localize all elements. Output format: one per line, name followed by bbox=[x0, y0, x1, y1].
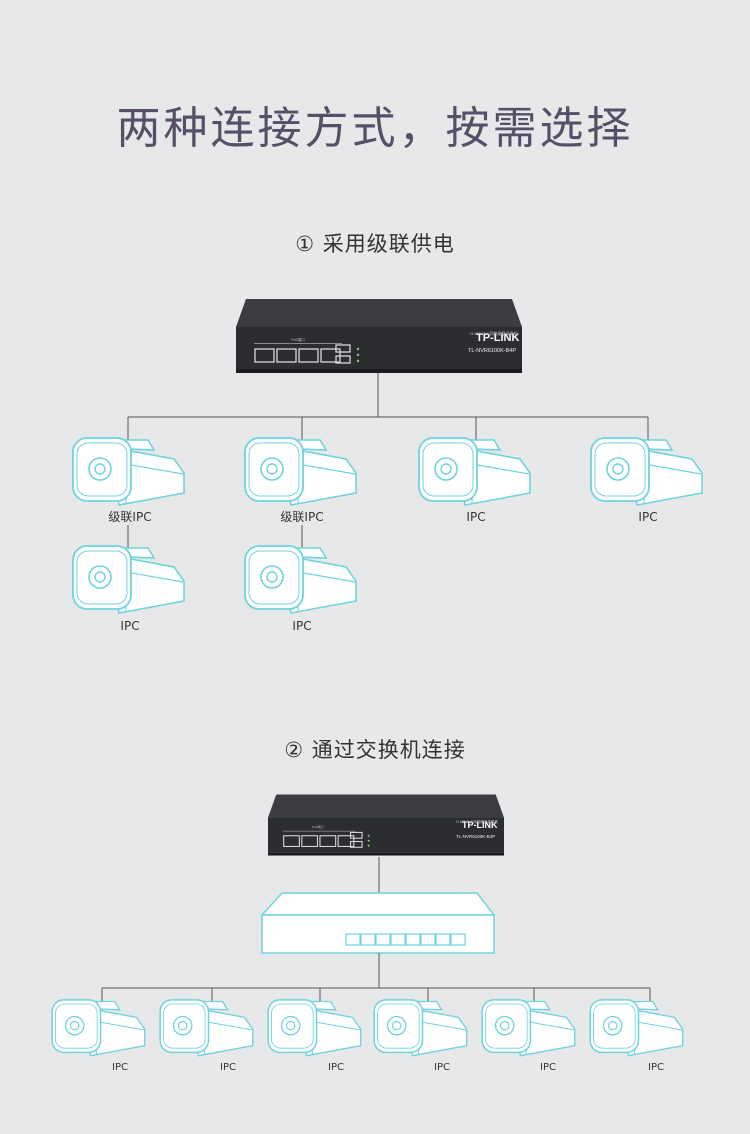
camera-icon-r1-2 bbox=[244, 437, 357, 506]
camera-icon-s2-4 bbox=[373, 999, 468, 1057]
section1-title: ① 采用级联供电 bbox=[295, 232, 455, 256]
camera-icon-r1-1 bbox=[72, 437, 185, 506]
camera-label: IPC bbox=[220, 1062, 236, 1073]
section1-nvr: TP-LINK H.265 PoE网络硬盘录像机 TL-NVR6100K-B4P… bbox=[235, 298, 523, 374]
camera-icon-s2-1 bbox=[51, 999, 146, 1057]
camera-label: IPC bbox=[112, 1062, 128, 1073]
nvr-model: TL-NVR6100K-B4P bbox=[468, 348, 516, 354]
camera-icon-r1-4 bbox=[590, 437, 703, 506]
nvr-model: TL-NVR6100K-B4P bbox=[456, 834, 495, 839]
camera-label: 级联IPC bbox=[108, 510, 151, 524]
section2-title: ② 通过交换机连接 bbox=[284, 738, 466, 762]
nvr-poe-label: PoE端口 bbox=[312, 824, 324, 829]
camera-label: IPC bbox=[292, 619, 311, 633]
camera-label: IPC bbox=[120, 619, 139, 633]
section2-nvr: TP-LINK H.265 PoE网络硬盘录像机 TL-NVR6100K-B4P… bbox=[267, 793, 505, 857]
camera-label: IPC bbox=[638, 510, 657, 524]
camera-icon-s2-2 bbox=[159, 999, 254, 1057]
camera-label: IPC bbox=[540, 1062, 556, 1073]
camera-label: IPC bbox=[466, 510, 485, 524]
nvr-subtitle: H.265 PoE网络硬盘录像机 bbox=[456, 819, 498, 824]
nvr-poe-label: PoE端口 bbox=[291, 337, 305, 342]
camera-label: IPC bbox=[434, 1062, 450, 1073]
section1-links bbox=[127, 373, 649, 553]
camera-icon-r2-1 bbox=[72, 545, 185, 614]
camera-label: IPC bbox=[648, 1062, 664, 1073]
camera-label: 级联IPC bbox=[280, 510, 323, 524]
page-title: 两种连接方式，按需选择 bbox=[116, 103, 634, 154]
camera-icon-r2-2 bbox=[244, 545, 357, 614]
network-switch-icon bbox=[260, 892, 496, 954]
camera-icon-r1-3 bbox=[418, 437, 531, 506]
nvr-brand: TP-LINK bbox=[476, 332, 519, 344]
camera-icon-s2-5 bbox=[481, 999, 576, 1057]
camera-label: IPC bbox=[328, 1062, 344, 1073]
camera-icon-s2-3 bbox=[267, 999, 362, 1057]
camera-icon-s2-6 bbox=[589, 999, 684, 1057]
nvr-subtitle: H.265 PoE网络硬盘录像机 bbox=[470, 330, 517, 336]
nvr-brand: TP-LINK bbox=[462, 820, 498, 830]
